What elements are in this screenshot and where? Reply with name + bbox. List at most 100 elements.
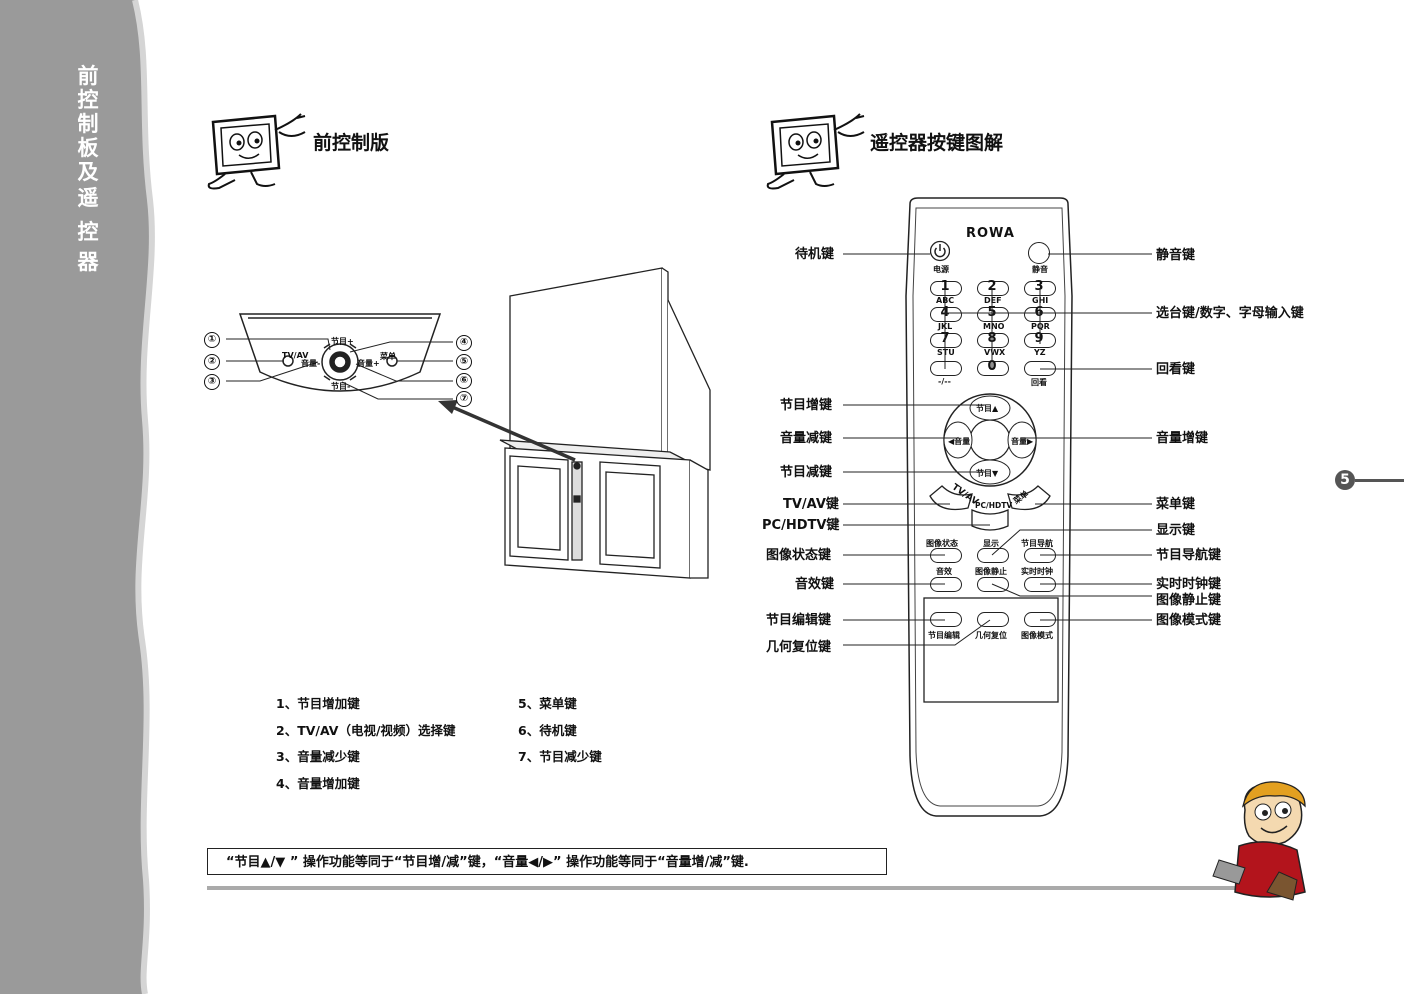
section-title-remote: 遥控器按键图解 [870, 132, 1004, 154]
remote-body [905, 197, 1073, 817]
digit-button-2[interactable] [977, 281, 1009, 296]
callout-number: ⑤ [456, 354, 472, 370]
remote-label-digits: 选台键/数字、字母输入键 [1156, 306, 1304, 321]
section-title-front-panel: 前控制版 [313, 132, 390, 154]
remote-label-standby: 待机键 [795, 247, 835, 262]
remote-label-prog-down: 节目减键 [780, 465, 833, 480]
remote-label-pchdtv: PC/HDTV键 [762, 518, 840, 533]
power-icon[interactable] [930, 240, 950, 262]
func-label: 节目编辑 [928, 631, 960, 640]
mute-label: 静音 [1032, 265, 1048, 274]
sidebar-char: 控 [77, 88, 99, 112]
digit-label: 1 [940, 279, 950, 294]
legend-item: 1、节目增加键 [276, 696, 360, 711]
power-label: 电源 [933, 265, 949, 274]
panel-label-prog-up: 节目+ [331, 337, 354, 346]
legend-item: 4、音量增加键 [276, 776, 360, 791]
remote-label-guide: 节目导航键 [1156, 548, 1222, 563]
digit-label: 2 [987, 279, 997, 294]
letters-label: MNO [983, 322, 1005, 331]
dash-button[interactable] [930, 361, 962, 376]
sidebar-char: 器 [77, 250, 99, 274]
legend-item: 3、音量减少键 [276, 749, 360, 764]
dpad-down[interactable]: 节目▼ [976, 469, 999, 478]
remote-label-vol-up: 音量增键 [1156, 431, 1209, 446]
remote-label-prog-up: 节目增键 [780, 398, 833, 413]
panel-arrow [449, 404, 576, 462]
sidebar-char: 板 [77, 136, 99, 160]
letters-label: STU [937, 348, 955, 357]
mute-button[interactable] [1028, 242, 1050, 264]
remote-label-display: 显示键 [1156, 523, 1196, 538]
digit-button-4[interactable] [930, 307, 962, 322]
digit-label: 3 [1034, 279, 1044, 294]
legend-item: 5、菜单键 [518, 696, 577, 711]
callout-number: ⑥ [456, 373, 472, 389]
remote-label-vol-down: 音量减键 [780, 431, 833, 446]
digit-button-5[interactable] [977, 307, 1009, 322]
remote-label-tvav: TV/AV键 [783, 497, 839, 512]
bottom-rule [207, 886, 1300, 890]
func-label: 实时时钟 [1021, 567, 1053, 576]
callout-lines [226, 338, 453, 400]
remote-label-menu: 菜单键 [1156, 497, 1196, 512]
note-box: “节目▲/▼ ” 操作功能等同于“节目增/减”键，“音量◀/▶” 操作功能等同于… [207, 848, 887, 875]
tv-mascot-icon [207, 113, 306, 190]
letters-label: DEF [984, 296, 1002, 305]
func-label: 节目导航 [1021, 539, 1053, 548]
func-label: 音效 [936, 567, 952, 576]
dpad-left[interactable]: ◀音量 [948, 437, 971, 446]
func-label: 图像状态 [926, 539, 958, 548]
letters-label: VWX [984, 348, 1006, 357]
dash-label: -/-- [938, 377, 951, 386]
callout-number: ② [204, 354, 220, 370]
display-button[interactable] [977, 548, 1009, 563]
digit-button-8[interactable] [977, 333, 1009, 348]
tv-cabinet-illustration [499, 267, 711, 579]
panel-label-prog-down: 节目- [331, 382, 351, 391]
digit-label: 9 [1034, 331, 1044, 346]
panel-label-vol-down: 音量- [301, 359, 321, 368]
func-label: 几何复位 [975, 631, 1007, 640]
legend-item: 7、节目减少键 [518, 749, 602, 764]
func-label: 图像模式 [1021, 631, 1053, 640]
sidebar-char: 遥 [77, 186, 99, 210]
panel-label-tvav: TV/AV [282, 351, 309, 360]
pchdtv-button[interactable]: PC/HDTV [975, 501, 1013, 510]
tv-mascot-icon [766, 113, 865, 190]
legend-item: 2、TV/AV（电视/视频）选择键 [276, 723, 456, 738]
remote-label-program-edit: 节目编辑键 [766, 613, 832, 628]
sidebar-char: 控 [77, 220, 99, 244]
dpad-right[interactable]: 音量▶ [1011, 437, 1034, 446]
func-label: 显示 [983, 539, 999, 548]
front-panel-diagram [226, 267, 711, 579]
panel-label-menu: 菜单 [380, 352, 396, 361]
sidebar-wave-shape [0, 0, 155, 995]
callout-number: ③ [204, 374, 220, 390]
letters-label: YZ [1034, 348, 1046, 357]
sidebar-char: 制 [77, 112, 99, 136]
recall-label: 回看 [1031, 378, 1047, 387]
callout-number: ① [204, 332, 220, 348]
remote-brand: ROWA [966, 226, 1015, 241]
kid-mascot-icon [1212, 781, 1306, 901]
remote-label-picture-state: 图像状态键 [766, 548, 832, 563]
callout-number: ④ [456, 335, 472, 351]
digit-button-0[interactable] [977, 361, 1009, 376]
dpad-up[interactable]: 节目▲ [976, 404, 999, 413]
sidebar-char: 及 [77, 160, 99, 184]
remote-label-clock: 实时时钟键 [1156, 577, 1222, 592]
remote-label-geometry-reset: 几何复位键 [766, 640, 832, 655]
remote-label-picture-mode: 图像模式键 [1156, 613, 1222, 628]
front-panel-shape [238, 313, 442, 392]
sidebar-char: 前 [77, 64, 99, 88]
legend-item: 6、待机键 [518, 723, 577, 738]
digit-button-7[interactable] [930, 333, 962, 348]
callout-number: ⑦ [456, 391, 472, 407]
remote-label-freeze: 图像静止键 [1156, 593, 1222, 608]
digit-button-1[interactable] [930, 281, 962, 296]
page-tab-line [1355, 479, 1404, 482]
remote-label-mute: 静音键 [1156, 248, 1196, 263]
panel-label-vol-up: 音量+ [357, 359, 380, 368]
